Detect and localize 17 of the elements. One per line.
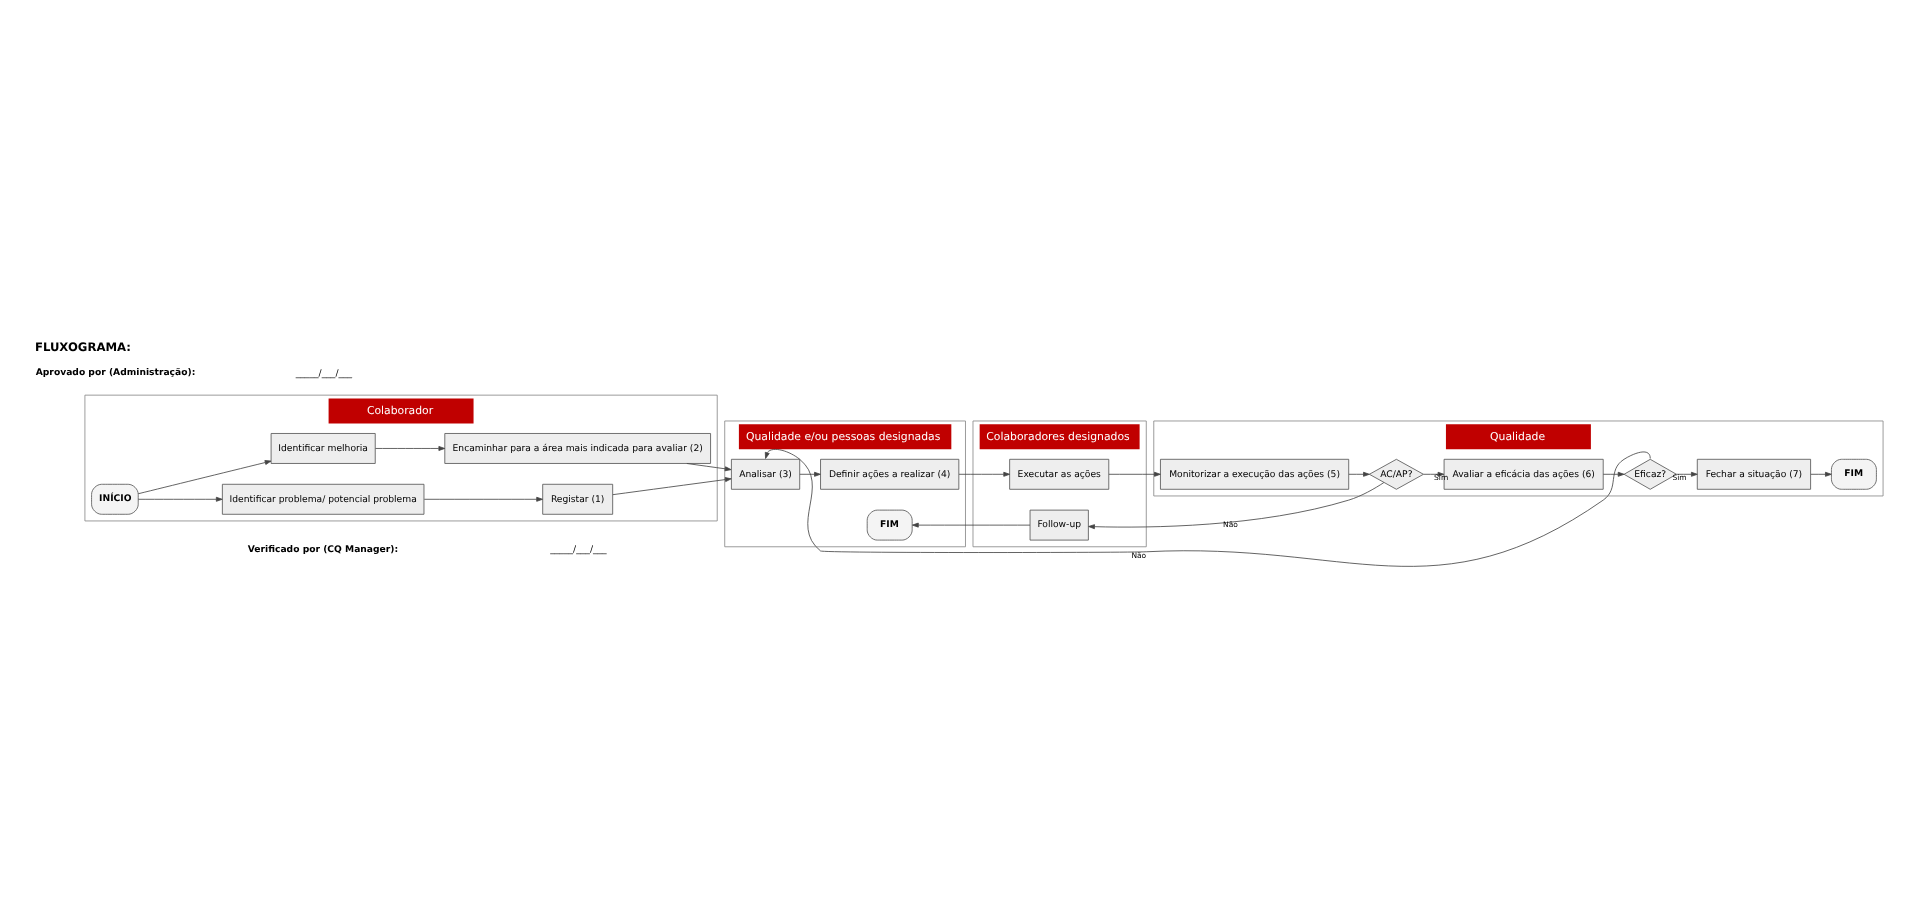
- arrow: [1087, 482, 1384, 530]
- arrow: [611, 477, 731, 496]
- arrow: [685, 463, 731, 472]
- arrow: [957, 471, 1010, 477]
- arrow: [136, 460, 271, 495]
- arrow: [1107, 471, 1160, 477]
- arrow: [1347, 471, 1369, 477]
- arrow: [1809, 471, 1831, 477]
- arrow: [911, 522, 1030, 528]
- arrow: [1422, 471, 1444, 477]
- arrow: [422, 496, 542, 502]
- arrow: [136, 496, 222, 502]
- arrow: [1675, 471, 1697, 477]
- arrow: [798, 471, 820, 477]
- arrow: [374, 446, 445, 451]
- arrow: [763, 449, 1650, 567]
- arrow: [1601, 471, 1624, 477]
